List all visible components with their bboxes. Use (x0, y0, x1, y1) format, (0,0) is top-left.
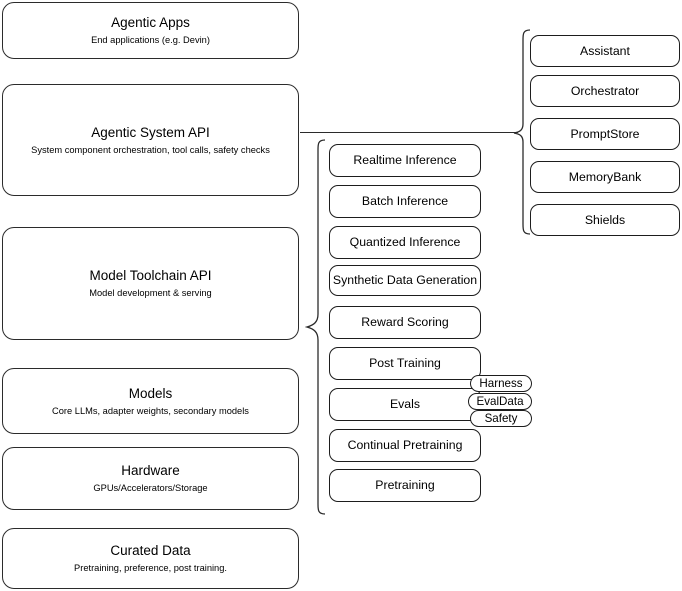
brace-model-toolchain (305, 139, 326, 515)
toolchain-item-realtime-inference[interactable]: Realtime Inference (329, 144, 481, 177)
toolchain-item-label: Continual Pretraining (347, 438, 463, 452)
agentic-item-label: Shields (584, 212, 626, 227)
layer-box-models[interactable]: Models Core LLMs, adapter weights, secon… (2, 368, 299, 434)
toolchain-item-label: Post Training (369, 356, 441, 370)
layer-subtitle: Core LLMs, adapter weights, secondary mo… (52, 405, 249, 416)
toolchain-item-evals[interactable]: Evals (329, 388, 481, 421)
connector-line-agentic-system-api (300, 132, 518, 133)
agentic-item-assistant[interactable]: Assistant (530, 35, 680, 67)
brace-agentic-system (513, 29, 531, 235)
toolchain-item-pretraining[interactable]: Pretraining (329, 469, 481, 502)
layer-subtitle: GPUs/Accelerators/Storage (93, 483, 208, 493)
toolchain-item-quantized-inference[interactable]: Quantized Inference (329, 226, 481, 259)
toolchain-item-label: Synthetic Data Generation (332, 273, 478, 287)
agentic-item-shields[interactable]: Shields (530, 204, 680, 236)
agentic-item-label: PromptStore (570, 126, 640, 141)
eval-badge-harness[interactable]: Harness (470, 375, 532, 392)
toolchain-item-batch-inference[interactable]: Batch Inference (329, 185, 481, 218)
layer-title: Models (128, 385, 173, 401)
toolchain-item-continual-pretraining[interactable]: Continual Pretraining (329, 429, 481, 462)
toolchain-item-label: Evals (389, 397, 421, 411)
eval-badge-evaldata[interactable]: EvalData (468, 393, 532, 410)
layer-title: Model Toolchain API (89, 268, 212, 283)
layer-box-hardware[interactable]: Hardware GPUs/Accelerators/Storage (2, 447, 299, 510)
toolchain-item-label: Realtime Inference (353, 153, 457, 167)
layer-box-agentic-apps[interactable]: Agentic Apps End applications (e.g. Devi… (2, 2, 299, 59)
toolchain-item-synthetic-data-generation[interactable]: Synthetic Data Generation (329, 265, 481, 296)
eval-badge-label: EvalData (476, 395, 524, 408)
agentic-item-orchestrator[interactable]: Orchestrator (530, 75, 680, 107)
eval-badge-label: Safety (484, 412, 518, 425)
toolchain-item-label: Quantized Inference (349, 235, 461, 249)
toolchain-item-label: Pretraining (375, 478, 435, 492)
layer-subtitle: Pretraining, preference, post training. (74, 563, 227, 573)
toolchain-item-label: Batch Inference (361, 194, 449, 208)
eval-badge-safety[interactable]: Safety (470, 410, 532, 427)
agentic-item-label: Assistant (580, 43, 630, 58)
agentic-item-label: MemoryBank (568, 169, 642, 184)
eval-badge-label: Harness (479, 377, 523, 390)
agentic-item-promptstore[interactable]: PromptStore (530, 118, 680, 150)
layer-box-model-toolchain-api[interactable]: Model Toolchain API Model development & … (2, 227, 299, 340)
toolchain-item-label: Reward Scoring (361, 315, 449, 329)
layer-subtitle: Model development & serving (89, 288, 212, 298)
toolchain-item-reward-scoring[interactable]: Reward Scoring (329, 306, 481, 339)
layer-title: Hardware (121, 463, 180, 478)
layer-subtitle: End applications (e.g. Devin) (91, 35, 210, 45)
layer-box-agentic-system-api[interactable]: Agentic System API System component orch… (2, 84, 299, 196)
toolchain-item-post-training[interactable]: Post Training (329, 347, 481, 380)
agentic-item-memorybank[interactable]: MemoryBank (530, 161, 680, 193)
layer-title: Agentic System API (91, 124, 210, 140)
layer-title: Agentic Apps (111, 15, 190, 30)
agentic-item-label: Orchestrator (570, 83, 640, 98)
layer-subtitle: System component orchestration, tool cal… (31, 144, 270, 155)
layer-title: Curated Data (110, 543, 191, 558)
layer-box-curated-data[interactable]: Curated Data Pretraining, preference, po… (2, 528, 299, 589)
